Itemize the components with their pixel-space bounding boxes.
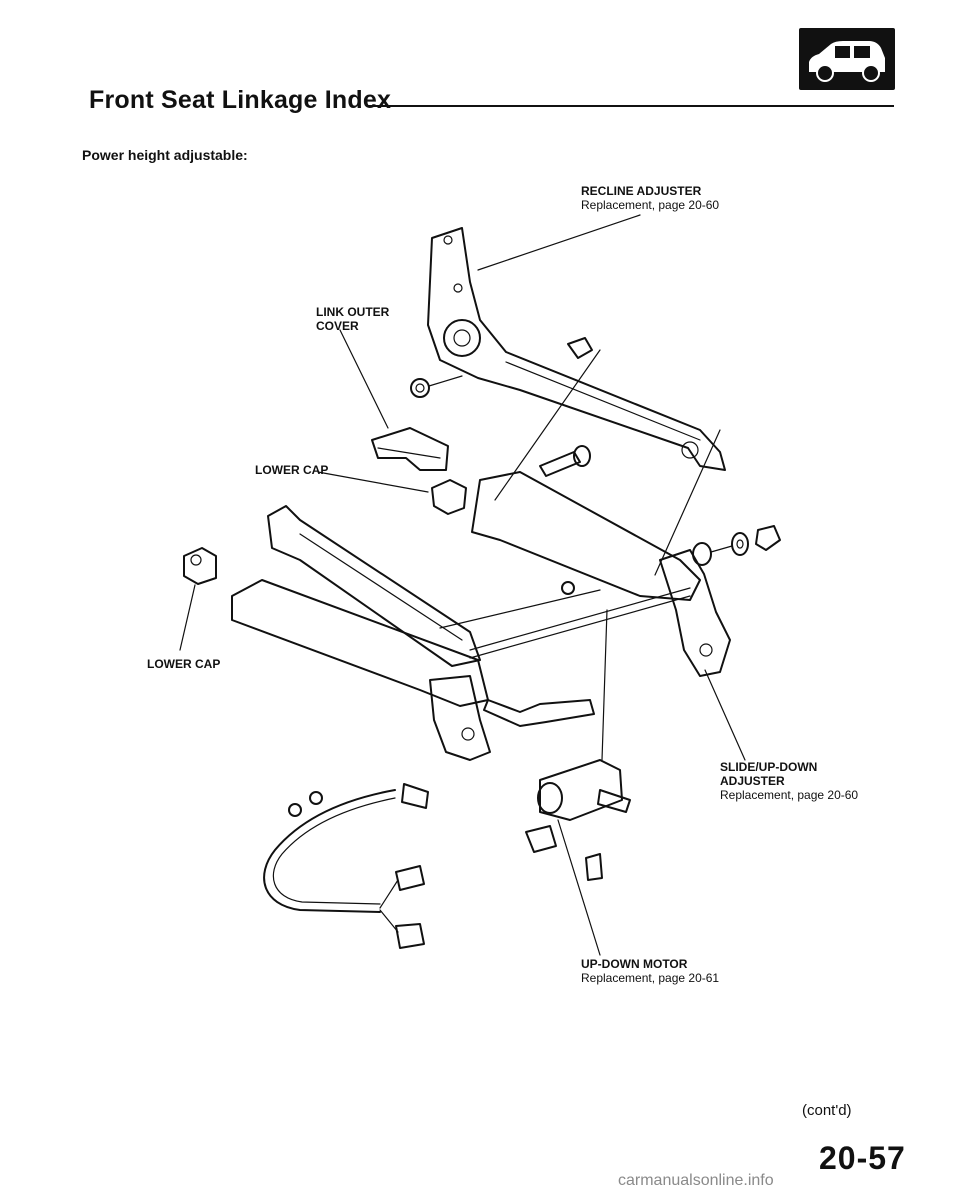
leader-lower-cap-left (179, 584, 196, 651)
leader-lines (179, 214, 746, 956)
leader-link-outer-cover (339, 329, 389, 429)
leader-motor-axis (601, 609, 608, 761)
lower-cap-left-part (183, 547, 217, 585)
pivot-bolt (539, 445, 591, 477)
leader-lower-cap-mid (317, 471, 429, 493)
leader-slide-adjuster (704, 669, 746, 761)
callout-lower-cap-mid: LOWER CAP (255, 463, 328, 477)
callout-lower-cap-left-name: LOWER CAP (147, 657, 221, 671)
callout-up-down-motor-ref: Replacement, page 20-61 (581, 971, 720, 985)
callout-recline-adjuster-name: RECLINE ADJUSTER (581, 184, 702, 198)
right-hardware (692, 525, 781, 566)
car-icon (799, 28, 895, 90)
page-title: Front Seat Linkage Index (89, 86, 392, 114)
page-subtitle: Power height adjustable: (82, 147, 248, 163)
leader-right-bolt (654, 429, 721, 576)
callout-slide-adjuster-line2: ADJUSTER (720, 774, 785, 788)
leader-recline-adjuster (477, 214, 641, 271)
callout-link-outer-cover-line1: LINK OUTER (316, 305, 390, 319)
callout-slide-adjuster-ref: Replacement, page 20-60 (720, 788, 859, 802)
car-icon-graphic (809, 41, 885, 82)
callout-up-down-motor-name: UP-DOWN MOTOR (581, 957, 688, 971)
recline-adjuster-part (427, 227, 726, 471)
callout-link-outer-cover-line2: COVER (316, 319, 359, 333)
leader-up-down-motor (557, 819, 601, 956)
callout-link-outer-cover: LINK OUTER COVER (316, 305, 389, 333)
callout-lower-cap-left: LOWER CAP (147, 657, 220, 671)
title-rule (368, 105, 894, 107)
leader-upper-bolt (494, 349, 601, 501)
wire-harness (263, 783, 429, 949)
callout-recline-adjuster: RECLINE ADJUSTER Replacement, page 20-60 (581, 184, 719, 212)
recline-bolt (410, 337, 593, 398)
continued-note: (cont'd) (802, 1102, 852, 1119)
page-number: 20-57 (819, 1140, 906, 1176)
callout-slide-adjuster-line1: SLIDE/UP-DOWN (720, 760, 818, 774)
seat-track-frame (231, 471, 731, 761)
callout-up-down-motor: UP-DOWN MOTOR Replacement, page 20-61 (581, 957, 719, 985)
callout-lower-cap-mid-name: LOWER CAP (255, 463, 329, 477)
link-outer-cover-part (371, 427, 449, 471)
callout-recline-adjuster-ref: Replacement, page 20-60 (581, 198, 720, 212)
lower-cap-mid-part (431, 479, 467, 515)
callout-slide-up-down-adjuster: SLIDE/UP-DOWN ADJUSTER Replacement, page… (720, 760, 858, 802)
watermark: carmanualsonline.info (618, 1172, 774, 1189)
up-down-motor-part (525, 759, 631, 881)
